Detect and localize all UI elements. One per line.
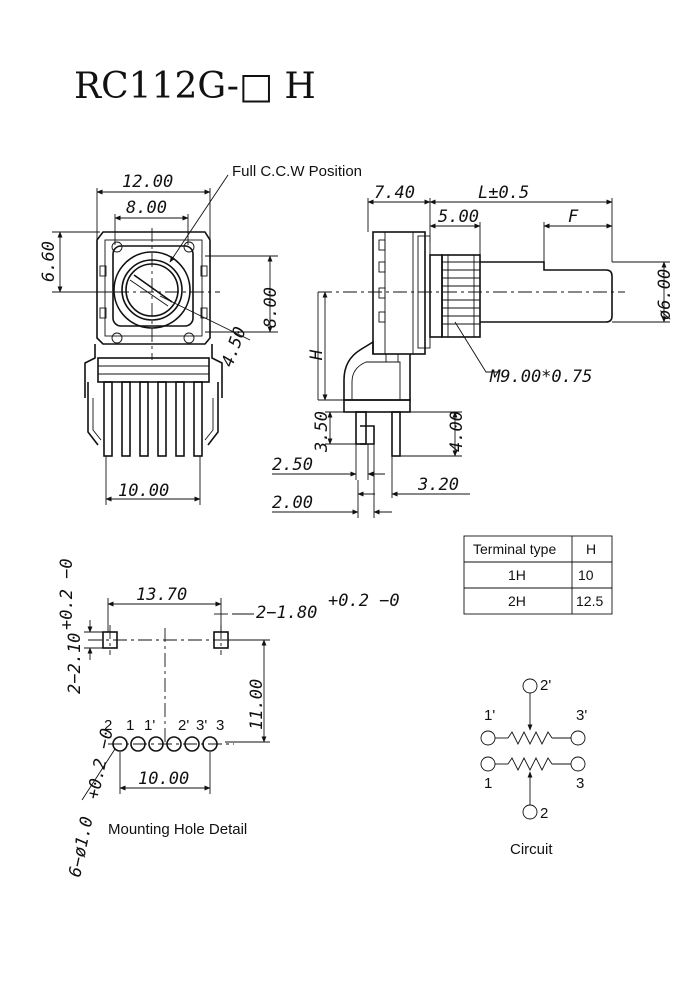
hole-tol: +0.2 −0 [83,727,117,801]
side-view: 7.40 L±0.5 5.00 F ø6.00 M9.00*0.75 [272,183,675,518]
dim-L: L±0.5 [478,183,529,203]
slot-height-tol: +0.2 −0 [57,558,77,630]
mount-pin-label: 2' [178,717,189,734]
circuit-pin-label: 2' [540,677,551,694]
front-pins [103,381,203,457]
dim-5: 5.00 [438,207,479,227]
dim-660: 6.60 [39,241,59,282]
mount-pin-label: 2 [104,717,112,734]
dim-8-top: 8.00 [126,198,167,218]
table-cell: 12.5 [576,593,603,609]
mount-pin-label: 3 [216,717,224,734]
slot-width: 2−1.80 [256,603,317,623]
circuit-pin-label: 2 [540,805,548,822]
table-header-h: H [586,541,596,557]
dim-4: 4.00 [447,411,467,452]
circuit-label: Circuit [510,841,553,858]
table-cell: 1H [508,567,526,583]
dim-phi6: ø6.00 [655,269,675,320]
mount-pin-label: 1' [144,717,155,734]
dim-320: 3.20 [417,475,459,495]
dim-H: H [307,349,327,361]
dim-F: F [568,207,579,227]
dim-1370: 13.70 [136,585,187,605]
page-title: RC112G-□ H [74,66,316,107]
mounting-label: Mounting Hole Detail [108,821,247,838]
mount-pin-label: 1 [126,717,134,734]
slot-width-tol: +0.2 −0 [328,591,400,611]
table-header-type: Terminal type [473,541,556,557]
terminal-table: Terminal type H 1H 10 2H 12.5 [463,535,613,615]
table-cell: 10 [578,567,594,583]
dim-740: 7.40 [374,183,415,203]
dim-450: 4.50 [218,324,251,369]
circuit-pin-label: 1' [484,707,495,724]
slot-height: 2−2.10 [65,633,85,694]
dim-10-mount: 10.00 [138,769,189,789]
circuit-pin-label: 1 [484,775,492,792]
dim-350: 3.50 [312,411,332,453]
front-view: 12.00 8.00 6.60 8.00 [39,172,281,505]
circuit-schematic: 2' 1' 3' 1 3 2 [480,677,587,822]
dim-11: 11.00 [247,679,267,730]
mounting-hole-detail: 13.70 2−1.80 +0.2 −0 2−2.10 +0.2 −0 11.0… [57,558,400,879]
dim-8-right: 8.00 [261,287,281,328]
circuit-pin-label: 3' [576,707,587,724]
hole-spec: 6−ø1.0 [65,815,97,879]
dim-12: 12.00 [122,172,173,192]
dim-10-front: 10.00 [118,481,169,501]
thread-spec: M9.00*0.75 [489,367,592,387]
full-ccw-label: Full C.C.W Position [232,163,362,180]
circuit-pin-label: 3 [576,775,584,792]
dim-250: 2.50 [272,455,313,475]
table-cell: 2H [508,593,526,609]
mount-pin-label: 3' [196,717,207,734]
dim-2: 2.00 [272,493,313,513]
